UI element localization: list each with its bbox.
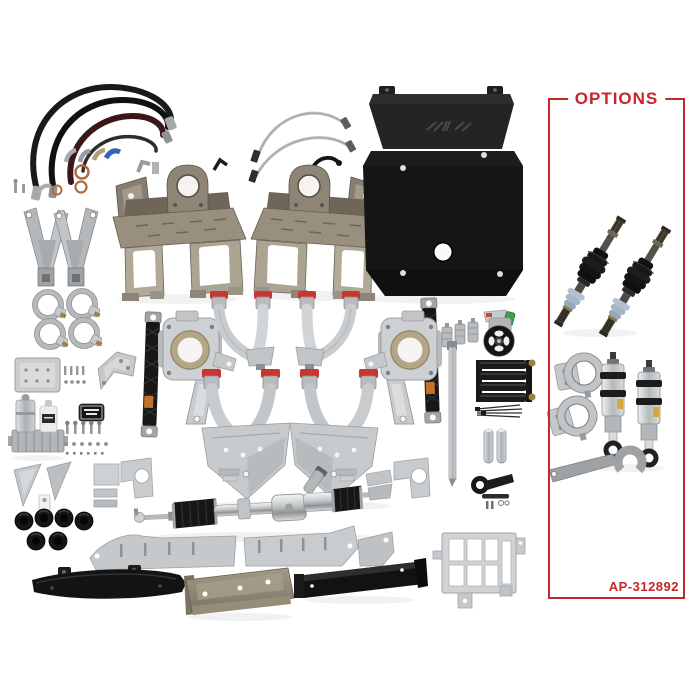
limit-strap-left [140,311,162,438]
power-steering-pump [483,309,516,357]
lower-control-arm-left [202,369,290,499]
hose-clamps [33,289,103,350]
bumper-bracket [32,565,186,599]
zip-ties [475,404,523,418]
brand-badge [78,403,105,422]
skid-plate-logo [426,120,472,132]
bent-clips [218,468,357,482]
frame-beam [294,558,428,598]
upper-control-arm-right [296,291,360,370]
wedge-plates [365,457,431,501]
hardware-bolts [64,420,108,455]
options-box: OPTIONS AP-312892 [548,89,685,599]
small-fittings [13,179,63,196]
crossmember [184,567,295,615]
stainless-brake-lines [248,111,357,183]
aluminum-guard-plates [89,525,395,571]
pivot-bracket [97,351,137,390]
spacer-tubes [483,428,507,464]
small-hardware [64,366,86,384]
power-steering-reservoir [8,394,68,453]
spanner-wrench [548,445,647,483]
fluid-cooler [476,359,536,402]
idler-arm [471,474,514,509]
part-number: AP-312892 [608,579,679,594]
shock-tower-brace-right [53,207,99,287]
gusset-plates-left [13,461,72,513]
bracket-plates [93,457,154,508]
options-label: OPTIONS [567,89,666,109]
loose-fittings [63,147,122,163]
coilover-tower-left [112,164,247,302]
power-steering-hose-kit [30,83,177,201]
mounting-plate [14,357,61,393]
lower-control-arm-right [290,369,378,499]
bump-stops [14,508,94,551]
skid-plate [363,86,523,296]
copper-o-rings [74,164,90,194]
steel-rod [447,341,457,487]
cooler-guard [432,532,526,609]
